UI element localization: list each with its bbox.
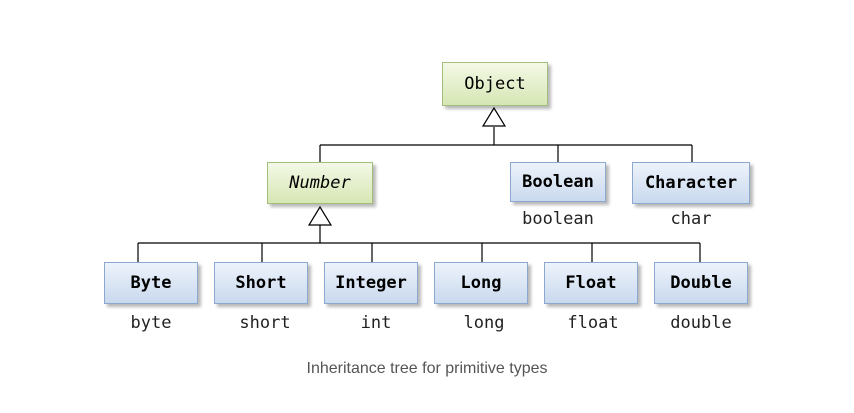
float-primitive-label: float: [567, 313, 619, 333]
byte-primitive-label: byte: [130, 313, 172, 333]
inheritance-arrow-number: [307, 205, 333, 226]
number-class-box: Number: [267, 162, 373, 204]
integer-primitive-label: int: [360, 313, 392, 333]
long-class-box: Long: [434, 262, 528, 304]
short-primitive-label: short: [239, 313, 291, 333]
inheritance-arrow-object: [481, 106, 507, 127]
float-class-box: Float: [544, 262, 638, 304]
double-primitive-label: double: [670, 313, 732, 333]
short-class-box: Short: [214, 262, 308, 304]
byte-class-box: Byte: [104, 262, 198, 304]
double-class-box: Double: [654, 262, 748, 304]
character-primitive-label: char: [670, 209, 712, 229]
integer-class-box: Integer: [324, 262, 418, 304]
object-class-box: Object: [442, 62, 548, 106]
boolean-primitive-label: boolean: [522, 209, 594, 229]
long-primitive-label: long: [463, 313, 505, 333]
figure-caption: Inheritance tree for primitive types: [306, 360, 548, 377]
character-class-box: Character: [632, 162, 750, 204]
boolean-class-box: Boolean: [510, 162, 606, 202]
